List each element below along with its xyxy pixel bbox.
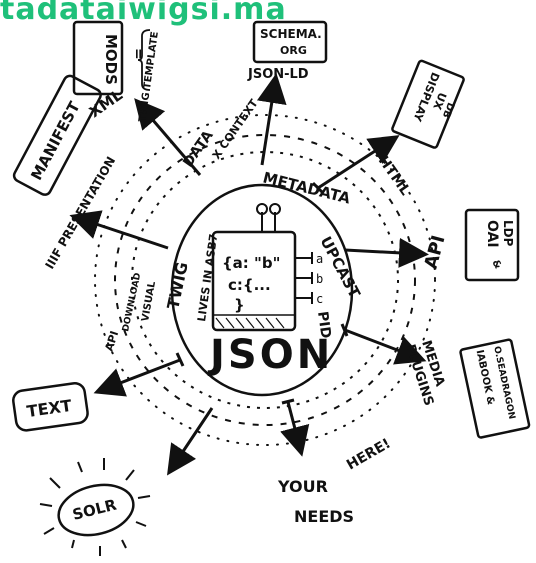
oai-ldp-box: OAI LDP & xyxy=(464,208,520,282)
iabook-box: IABOOK & O.SEADRAGON xyxy=(459,338,531,439)
iiif-presentation-label: IIIF PRESENTATION xyxy=(42,154,118,271)
spokes-solr-text: SOLR xyxy=(71,496,119,524)
needs-label: NEEDS xyxy=(294,507,354,526)
spokes-equals-text: = xyxy=(130,48,146,60)
schema-org-box: SCHEMA. ORG xyxy=(252,20,328,64)
xml-label: XML xyxy=(86,86,126,122)
json-ld-label: JSON-LD xyxy=(247,67,309,82)
url-header-partial: tadataiwigsi.ma xyxy=(0,0,287,27)
data-label: DATA xyxy=(180,128,217,171)
outer-rings xyxy=(94,114,436,446)
spokes-ldp-text: LDP xyxy=(501,220,515,247)
code-line-2: c:{... xyxy=(228,276,271,294)
html-label: HTML xyxy=(375,153,413,198)
spokes-ldp-extra-text: & xyxy=(489,258,503,271)
manifest-box: MANIFEST xyxy=(12,74,102,196)
spokes-mods-text: MODS xyxy=(102,34,120,85)
json-block: a b c {a: "b" c:{... } xyxy=(211,203,323,332)
spokes-iabook-text: IABOOK & xyxy=(474,349,496,406)
spokes-schema-text: SCHEMA. xyxy=(260,27,322,41)
mods-box: MODS = TWIG TEMPLATE xyxy=(72,20,161,123)
spokes xyxy=(69,73,429,476)
code-line-3: } xyxy=(234,296,245,314)
solr-sun: SOLR xyxy=(39,458,151,556)
spokes-ux-text: UX xyxy=(430,91,449,112)
json-title: JSON xyxy=(207,332,333,378)
spokes-oai-text: OAI xyxy=(484,220,500,248)
outer-download-label: DOWNLOAD xyxy=(121,272,143,333)
spokes-schema-org-text: ORG xyxy=(280,44,307,57)
here-label: HERE! xyxy=(344,436,394,474)
lives-in-label: LIVES IN ASB7 xyxy=(195,233,220,322)
pid-label: PID xyxy=(314,310,334,339)
outer-api-label: API xyxy=(102,329,121,353)
spokes-manifest-text: MANIFEST xyxy=(27,98,84,183)
outer-visual-label: VISUAL xyxy=(140,280,158,322)
spokes-text-text: TEXT xyxy=(26,396,73,421)
api-label: API xyxy=(421,233,450,271)
port-b: b xyxy=(316,272,323,286)
upcast-label: UPCAST xyxy=(316,233,364,301)
your-label: YOUR xyxy=(277,477,328,496)
spokes-openseadragon-text: O.SEADRAGON xyxy=(491,345,516,420)
display-box: DISPLAY UX DB xyxy=(391,59,465,149)
port-a: a xyxy=(316,252,323,266)
twig-label: TWIG xyxy=(163,260,191,311)
port-c: c xyxy=(316,292,323,306)
spokes-twig-template-text: TWIG TEMPLATE xyxy=(137,31,161,123)
metadata-ring xyxy=(170,183,354,397)
code-line-1: {a: "b" xyxy=(222,254,280,272)
text-box: TEXT xyxy=(12,382,89,432)
x-context-label: X CONTEXT xyxy=(210,97,261,162)
